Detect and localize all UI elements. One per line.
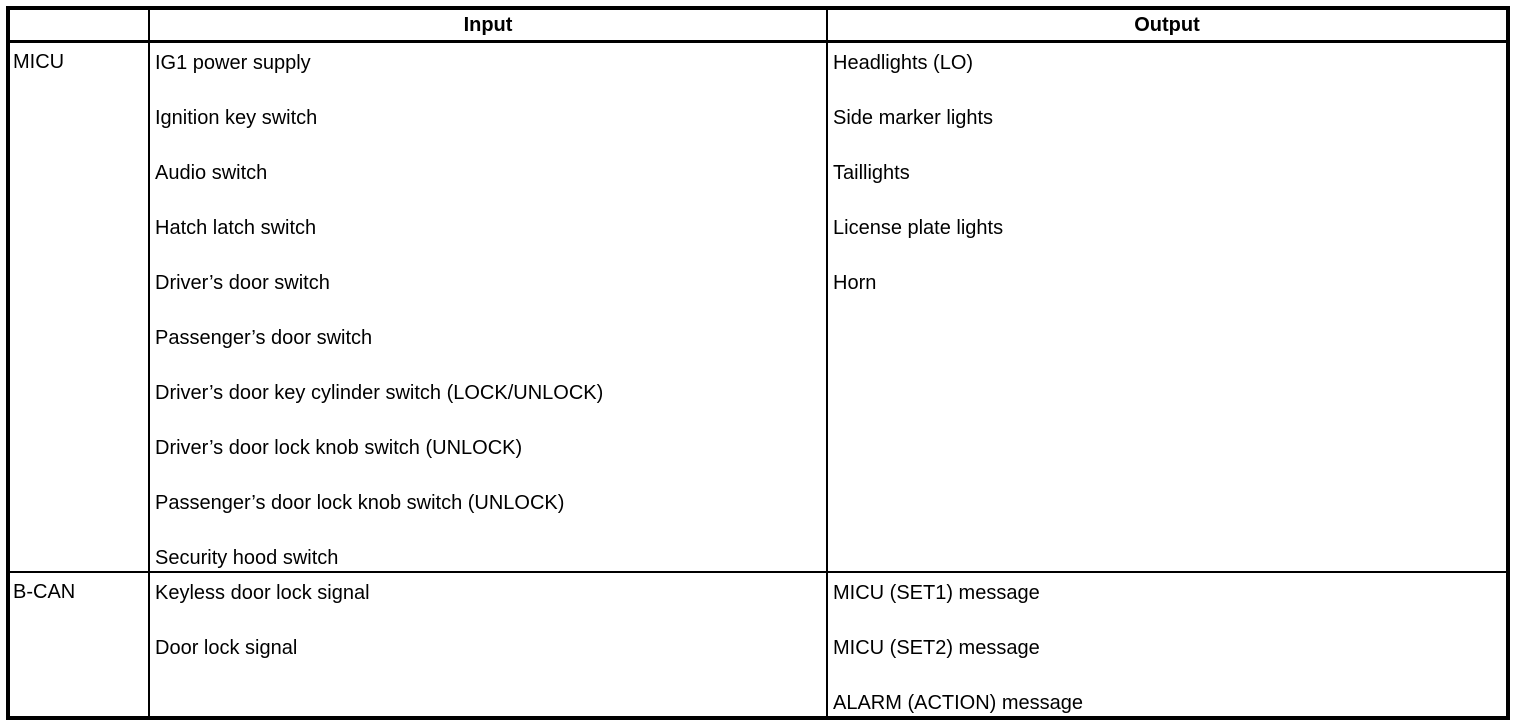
input-item: Door lock signal (155, 637, 298, 659)
header-cell-source (10, 10, 150, 43)
input-output-table: Input Output MICU IG1 power supply Ignit… (6, 6, 1510, 720)
input-item: Audio switch (155, 162, 268, 184)
input-item: Driver’s door switch (155, 272, 330, 294)
output-item: Side marker lights (833, 107, 994, 129)
input-item: Passenger’s door switch (155, 327, 373, 349)
output-item: MICU (SET2) message (833, 637, 1040, 659)
row-micu-outputs-cell: Headlights (LO) Side marker lights Taill… (828, 43, 1506, 573)
input-item: Hatch latch switch (155, 217, 317, 239)
input-item: Ignition key switch (155, 107, 318, 129)
output-item: Horn (833, 272, 877, 294)
source-label-micu: MICU (13, 51, 65, 73)
row-bcan-source-cell: B-CAN (10, 573, 150, 716)
row-bcan-outputs-cell: MICU (SET1) message MICU (SET2) message … (828, 573, 1506, 716)
source-label-bcan: B-CAN (13, 581, 76, 603)
output-column-title: Output (1134, 13, 1200, 36)
input-item: Driver’s door lock knob switch (UNLOCK) (155, 437, 523, 459)
input-item: Passenger’s door lock knob switch (UNLOC… (155, 492, 565, 514)
row-micu-source-cell: MICU (10, 43, 150, 573)
output-item: Taillights (833, 162, 910, 184)
input-item: Security hood switch (155, 547, 339, 569)
output-item: MICU (SET1) message (833, 582, 1040, 604)
row-micu-inputs-cell: IG1 power supply Ignition key switch Aud… (150, 43, 828, 573)
row-bcan-inputs-cell: Keyless door lock signal Door lock signa… (150, 573, 828, 716)
input-column-title: Input (463, 13, 513, 36)
header-cell-input: Input (150, 10, 828, 43)
output-item: License plate lights (833, 217, 1004, 239)
output-item: ALARM (ACTION) message (833, 692, 1084, 714)
input-item: Keyless door lock signal (155, 582, 370, 604)
input-item: IG1 power supply (155, 52, 311, 74)
input-item: Driver’s door key cylinder switch (LOCK/… (155, 382, 604, 404)
header-cell-output: Output (828, 10, 1506, 43)
output-item: Headlights (LO) (833, 52, 974, 74)
